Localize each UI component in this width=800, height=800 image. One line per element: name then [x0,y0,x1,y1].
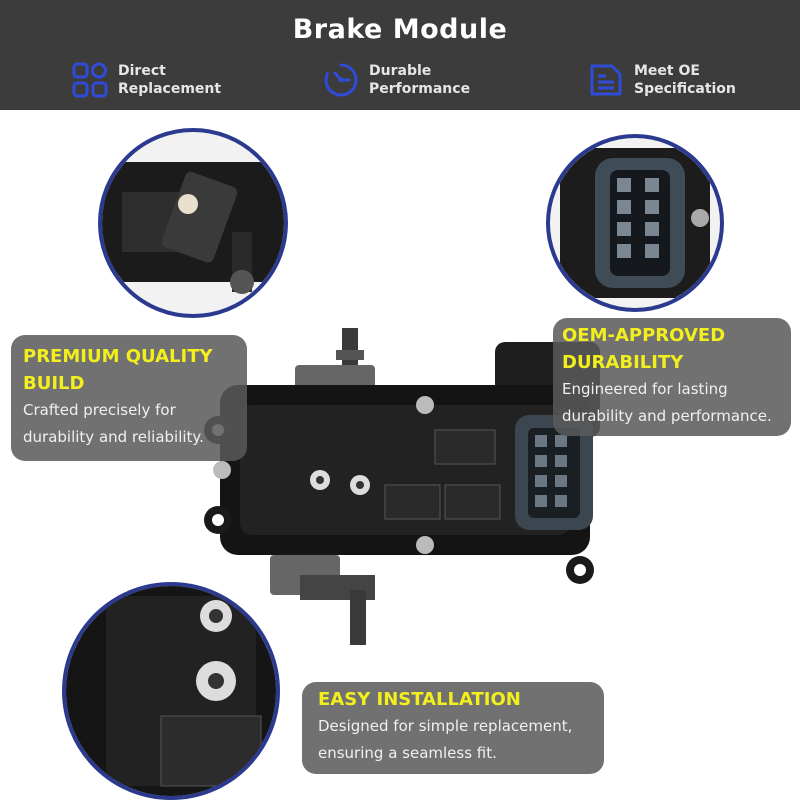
panel-body: Designed for simple replacement, [318,717,573,735]
relay-closeup-image [66,586,276,796]
feature-meet-oe-spec: Meet OE Specification [588,58,736,102]
panel-heading: PREMIUM QUALITY [23,346,213,367]
feature-line1: Direct [118,63,166,79]
panel-oem-approved: OEM-APPROVED DURABILITY Engineered for l… [553,318,791,436]
panel-body: Engineered for lasting [562,380,728,398]
panel-body: ensuring a seamless fit. [318,744,497,762]
spec-document-icon [590,64,622,96]
panel-heading: DURABILITY [562,352,684,373]
shaft-closeup-image [102,162,284,294]
header-bar: Brake Module Direct Replacement Durabl [0,0,800,110]
panel-heading: EASY INSTALLATION [318,689,521,710]
feature-line2: Performance [369,81,471,97]
feature-line1: Meet OE [634,63,700,79]
feature-durable-performance: Durable Performance [323,58,470,102]
panel-heading: OEM-APPROVED [562,325,726,346]
feature-direct-replacement: Direct Replacement [72,58,221,102]
grid-apps-icon [72,62,108,98]
panel-body: durability and performance. [562,407,772,425]
feature-line1: Durable [369,63,432,79]
zoom-circle-connector [546,134,724,312]
gauge-clock-icon [324,63,358,97]
zoom-circle-shaft [98,128,288,318]
connector-closeup-image [560,148,710,298]
panel-easy-installation: EASY INSTALLATION Designed for simple re… [302,682,604,774]
zoom-circle-relays [62,582,280,800]
feature-line2: Specification [634,81,736,97]
panel-premium-quality: PREMIUM QUALITY BUILD Crafted precisely … [11,335,247,461]
panel-heading: BUILD [23,373,85,394]
panel-body: durability and reliability. [23,428,204,446]
page-title: Brake Module [292,14,508,45]
feature-line2: Replacement [118,81,222,97]
panel-body: Crafted precisely for [23,401,176,419]
